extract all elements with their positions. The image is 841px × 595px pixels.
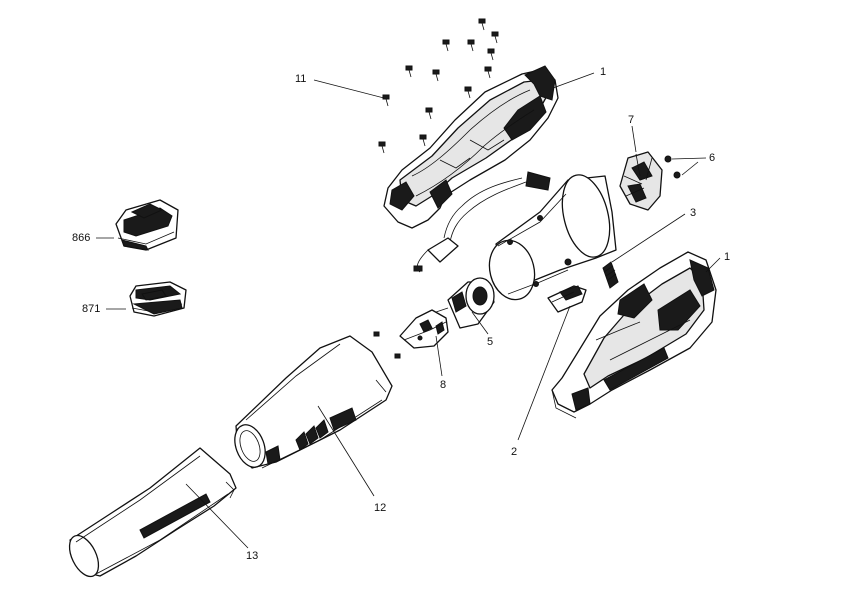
callout-12: 12 [374, 502, 386, 514]
nozzle-extension-part [68, 447, 237, 578]
callout-11: 11 [295, 73, 306, 85]
callout-7: 7 [628, 114, 634, 126]
callout-1-lower: 1 [724, 251, 730, 263]
callout-3: 3 [690, 207, 696, 219]
leader-lines [96, 72, 721, 549]
callout-2: 2 [511, 446, 517, 458]
callout-5: 5 [487, 336, 493, 348]
trigger-part [547, 285, 587, 313]
wiring-harness-part [413, 171, 551, 273]
housing-half-left-part [383, 65, 559, 229]
housing-half-right-part [551, 251, 717, 419]
motor-part [435, 277, 495, 329]
callout-1-upper: 1 [600, 66, 606, 78]
callout-labels: 11 1 7 6 3 1 5 8 2 12 13 866 871 [72, 66, 730, 562]
screws-group [373, 18, 499, 359]
spring-part [602, 261, 619, 289]
battery-866-part [115, 199, 179, 251]
motor-end-cap-part [399, 309, 449, 349]
battery-871-part [129, 281, 187, 317]
fan-impeller-part [619, 151, 663, 211]
callout-866: 866 [72, 232, 90, 244]
callout-6: 6 [709, 152, 715, 164]
fan-screws-part [664, 155, 681, 179]
callout-8: 8 [440, 379, 446, 391]
callout-871: 871 [82, 303, 100, 315]
blower-nozzle-part [234, 335, 393, 469]
callout-13: 13 [246, 550, 258, 562]
fan-shroud-part [488, 174, 617, 301]
